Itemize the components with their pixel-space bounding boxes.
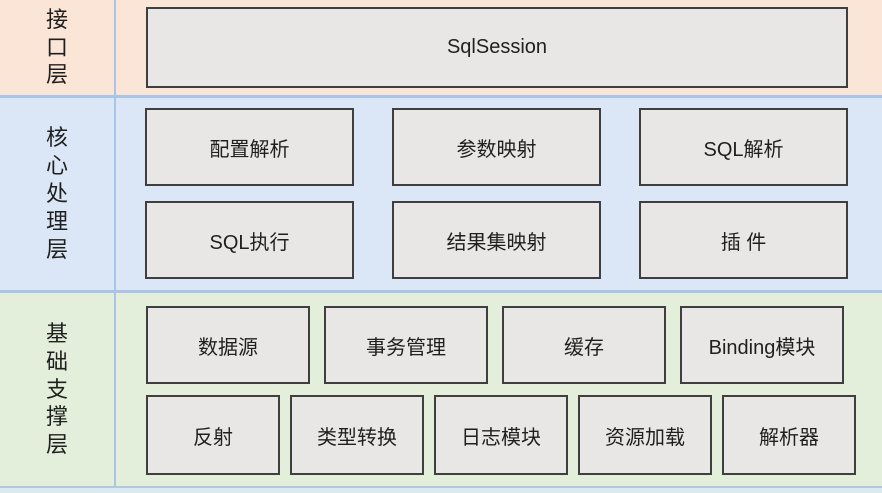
core-row-1: 配置解析 参数映射 SQL解析 [145, 108, 882, 186]
layer-interface: 接口层 SqlSession [0, 0, 882, 95]
module-reflection: 反射 [146, 395, 280, 475]
layer-label: 核心处理层 [45, 125, 68, 262]
module-plugin: 插 件 [639, 201, 848, 279]
base-row-1: 数据源 事务管理 缓存 Binding模块 [146, 306, 882, 384]
module-sql-parsing: SQL解析 [639, 108, 848, 186]
module-parser: 解析器 [722, 395, 856, 475]
layer-interface-label-column: 接口层 [0, 0, 116, 95]
layer-core-processing: 核心处理层 配置解析 参数映射 SQL解析 SQL执行 结果集映射 插 件 [0, 95, 882, 290]
layer-interface-content: SqlSession [116, 0, 882, 95]
module-datasource: 数据源 [146, 306, 310, 384]
core-row-2: SQL执行 结果集映射 插 件 [145, 201, 882, 279]
module-parameter-mapping: 参数映射 [392, 108, 601, 186]
module-config-parsing: 配置解析 [145, 108, 354, 186]
module-binding: Binding模块 [680, 306, 844, 384]
layer-label: 基础支撑层 [45, 320, 68, 458]
layer-base-support: 基础支撑层 数据源 事务管理 缓存 Binding模块 反射 类型转换 日志模块… [0, 290, 882, 486]
bottom-edge-strip [0, 486, 882, 493]
module-logging: 日志模块 [434, 395, 568, 475]
module-transaction-management: 事务管理 [324, 306, 488, 384]
module-resource-loading: 资源加载 [578, 395, 712, 475]
module-resultset-mapping: 结果集映射 [392, 201, 601, 279]
layer-core-content: 配置解析 参数映射 SQL解析 SQL执行 结果集映射 插 件 [116, 98, 882, 290]
layer-label: 接口层 [45, 6, 68, 88]
layer-base-content: 数据源 事务管理 缓存 Binding模块 反射 类型转换 日志模块 资源加载 … [116, 293, 882, 486]
layer-core-label-column: 核心处理层 [0, 98, 116, 290]
module-cache: 缓存 [502, 306, 666, 384]
module-sql-execution: SQL执行 [145, 201, 354, 279]
module-type-conversion: 类型转换 [290, 395, 424, 475]
base-row-2: 反射 类型转换 日志模块 资源加载 解析器 [146, 395, 882, 475]
layer-base-label-column: 基础支撑层 [0, 293, 116, 486]
module-sqlsession: SqlSession [146, 7, 848, 88]
